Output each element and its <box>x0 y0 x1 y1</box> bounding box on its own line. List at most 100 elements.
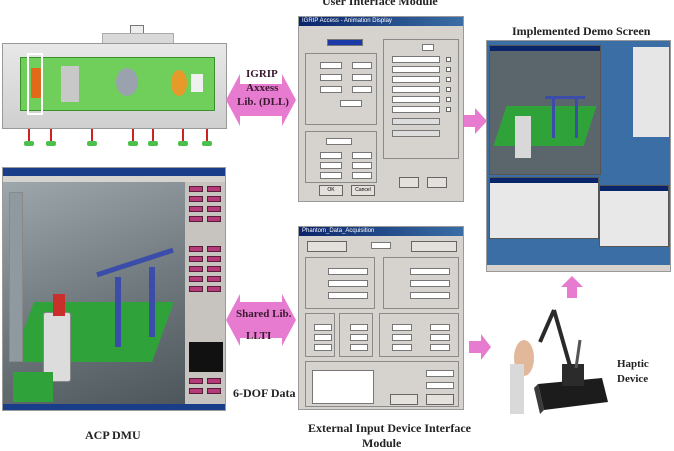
right-angles-group <box>383 257 459 309</box>
joint-checkbox[interactable] <box>446 97 451 102</box>
machine-support <box>87 129 97 149</box>
joint-field[interactable] <box>392 76 440 83</box>
disabled-button <box>427 177 447 188</box>
tool-frame-group <box>305 131 377 183</box>
angle-field[interactable] <box>410 292 450 299</box>
position-group <box>339 313 373 357</box>
joint-field[interactable] <box>392 86 440 93</box>
tool-button[interactable] <box>207 196 221 202</box>
caption-demo-screen: Implemented Demo Screen <box>512 24 650 39</box>
cancel-button[interactable]: Cancel <box>351 185 375 196</box>
dmu-wall <box>9 192 23 362</box>
temperature-field[interactable] <box>392 344 412 351</box>
tool-button[interactable] <box>207 186 221 192</box>
encoder-field[interactable] <box>314 344 332 351</box>
demo-rail <box>575 98 578 138</box>
joint-count-field[interactable] <box>422 44 434 51</box>
ok-button[interactable]: OK <box>319 185 343 196</box>
process-button[interactable] <box>390 394 418 405</box>
temperature-field[interactable] <box>430 324 450 331</box>
right-connect-button[interactable] <box>411 241 457 252</box>
caption-dof-data: 6-DOF Data <box>233 386 296 401</box>
tool-field[interactable] <box>352 162 372 169</box>
tool-button[interactable] <box>207 266 221 272</box>
tcp-field[interactable] <box>352 86 372 93</box>
demo-side-panel <box>633 47 669 137</box>
dmu-titlebar <box>3 168 226 176</box>
port-field[interactable] <box>371 242 391 249</box>
encoder-field[interactable] <box>314 324 332 331</box>
temperature-field[interactable] <box>430 344 450 351</box>
position-field[interactable] <box>350 344 368 351</box>
temperature-field[interactable] <box>392 324 412 331</box>
position-field[interactable] <box>350 324 368 331</box>
tool-button[interactable] <box>207 276 221 282</box>
tool-button[interactable] <box>189 378 203 384</box>
status-message-box[interactable] <box>312 370 374 404</box>
demo-screen-desktop <box>486 40 671 272</box>
tcp-field[interactable] <box>320 62 342 69</box>
angle-field[interactable] <box>410 268 450 275</box>
tcp-field[interactable] <box>352 62 372 69</box>
shared-lib-label-line2: LLTI <box>246 330 271 342</box>
tool-field[interactable] <box>320 172 342 179</box>
joint-field[interactable] <box>392 96 440 103</box>
demo-3d-window <box>489 45 601 175</box>
tcp-field[interactable] <box>320 74 342 81</box>
joint-checkbox[interactable] <box>446 67 451 72</box>
position-field[interactable] <box>350 334 368 341</box>
machine-support <box>46 129 56 149</box>
status-field[interactable] <box>426 382 454 389</box>
tool-button[interactable] <box>207 246 221 252</box>
tool-field[interactable] <box>320 162 342 169</box>
dmu-floor-corner <box>13 372 53 402</box>
machine-component <box>191 74 203 92</box>
tool-button[interactable] <box>189 276 203 282</box>
machine-support <box>24 129 34 149</box>
joint-field[interactable] <box>392 66 440 73</box>
tool-field[interactable] <box>320 152 342 159</box>
tool-button[interactable] <box>189 256 203 262</box>
angle-field[interactable] <box>328 268 368 275</box>
tool-field[interactable] <box>352 152 372 159</box>
shared-lib-label-line1: Shared Lib. <box>236 308 291 320</box>
joint-checkbox[interactable] <box>446 77 451 82</box>
tool-button[interactable] <box>207 378 221 384</box>
temperature-field[interactable] <box>392 334 412 341</box>
angle-field[interactable] <box>328 280 368 287</box>
temperature-field[interactable] <box>430 334 450 341</box>
joint-field[interactable] <box>392 56 440 63</box>
angle-field[interactable] <box>328 292 368 299</box>
encoder-field[interactable] <box>314 334 332 341</box>
demo-floor <box>494 106 597 146</box>
tool-button[interactable] <box>207 388 221 394</box>
status-field[interactable] <box>426 370 454 377</box>
tool-button[interactable] <box>207 256 221 262</box>
speed-field[interactable] <box>340 100 362 107</box>
joint-checkbox[interactable] <box>446 107 451 112</box>
stop-button[interactable] <box>426 394 454 405</box>
tool-field[interactable] <box>352 172 372 179</box>
tool-button[interactable] <box>189 266 203 272</box>
tcp-field[interactable] <box>352 74 372 81</box>
device-select[interactable] <box>327 39 363 46</box>
joint-checkbox[interactable] <box>446 57 451 62</box>
tool-button[interactable] <box>207 216 221 222</box>
tool-button[interactable] <box>189 246 203 252</box>
tool-button[interactable] <box>207 286 221 292</box>
joint-field[interactable] <box>392 106 440 113</box>
left-connect-button[interactable] <box>307 241 347 252</box>
tool-button[interactable] <box>189 206 203 212</box>
joint-checkbox[interactable] <box>446 87 451 92</box>
tool-button[interactable] <box>189 286 203 292</box>
machine-component <box>61 66 79 102</box>
tool-button[interactable] <box>189 388 203 394</box>
tool-select[interactable] <box>326 138 352 145</box>
tool-button[interactable] <box>207 206 221 212</box>
tool-button[interactable] <box>189 196 203 202</box>
angle-field[interactable] <box>410 280 450 287</box>
tool-button[interactable] <box>189 216 203 222</box>
tool-button[interactable] <box>189 186 203 192</box>
tcp-field[interactable] <box>320 86 342 93</box>
caption-ext-input-line2: Module <box>362 436 401 451</box>
